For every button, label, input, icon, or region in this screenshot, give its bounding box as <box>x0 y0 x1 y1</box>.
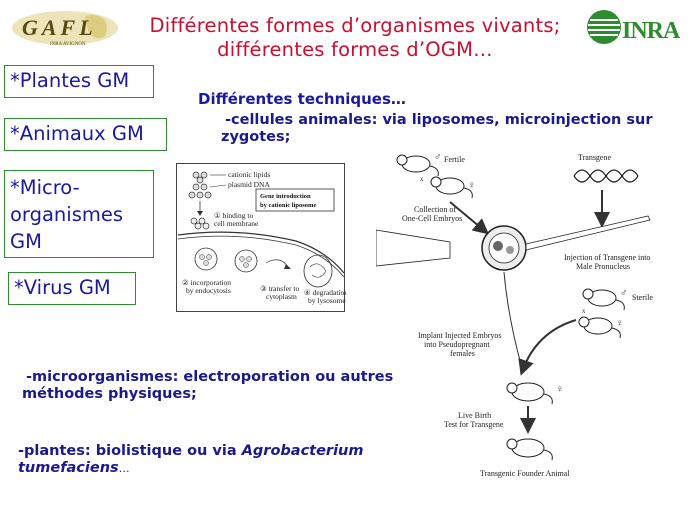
label-degradation-2: by lysosome <box>308 296 346 305</box>
label-transfer-2: cytoplasm <box>266 292 297 301</box>
label-injection-1: Injection of Transgene into <box>564 253 650 262</box>
label-sterile: Sterile <box>632 293 653 302</box>
svg-text:♂: ♂ <box>620 288 628 299</box>
label-incorporation-2: by endocytosis <box>186 286 231 295</box>
label-transfer-1: ③ transfer to <box>260 284 299 293</box>
gafl-logo: GAFL INRA AVIGNON <box>10 8 120 48</box>
label-binding-1: ① binding to <box>214 211 253 220</box>
svg-text:x: x <box>582 307 586 315</box>
fertile-mice-icon <box>396 154 473 199</box>
label-implant-3: females <box>450 349 475 358</box>
category-microorganismes: *Micro-organismes GM <box>4 170 154 258</box>
category-virus: *Virus GM <box>8 272 136 305</box>
label-collection-2: One-Cell Embryos <box>402 214 462 223</box>
microorganismes-text: -microorganismes: electroporation ou aut… <box>22 369 394 402</box>
gafl-logo-graphic: GAFL INRA AVIGNON <box>12 11 118 47</box>
sterile-mice-icon <box>578 288 625 339</box>
label-degradation-1: ④ degradation <box>304 288 346 297</box>
liposome-box-title-2: by cationic liposome <box>260 202 316 209</box>
tumefaciens-text: tumefaciens <box>18 460 119 476</box>
dna-helix-icon <box>573 169 639 183</box>
label-founder: Transgenic Founder Animal <box>480 469 570 478</box>
label-birth-2: Test for Transgene <box>444 420 504 429</box>
label-plasmid-dna: plasmid DNA <box>228 180 270 189</box>
label-transgene: Transgene <box>578 153 611 162</box>
liposome-figure: cationic lipids plasmid DNA ① binding to… <box>176 163 348 313</box>
title-line-2: différentes formes d’OGM… <box>217 38 493 61</box>
label-binding-2: cell membrane <box>214 219 259 228</box>
plantes-ellipsis: … <box>118 462 130 475</box>
label-implant-2: into Pseudopregnant <box>424 340 490 349</box>
inra-logo-text: INRA <box>622 18 681 44</box>
category-animaux: *Animaux GM <box>4 118 167 151</box>
svg-text:♀: ♀ <box>556 384 564 395</box>
animal-cells-text: -cellules animales: via liposomes, micro… <box>221 112 653 145</box>
label-collection-1: Collection of <box>414 205 456 214</box>
label-incorporation-1: ② incorporation <box>182 278 231 287</box>
inra-logo: INRA <box>584 6 684 48</box>
svg-text:♂: ♂ <box>434 152 442 163</box>
mouse-transgenic-diagram: ♂ ♀ x Fertile Transgene Collection of On… <box>375 152 653 478</box>
gafl-logo-subtext: INRA AVIGNON <box>50 42 86 47</box>
plantes-prefix: -plantes: biolistique ou via <box>18 443 242 459</box>
svg-text:♀: ♀ <box>468 180 476 191</box>
gafl-logo-text: GAFL <box>22 15 97 40</box>
slide-title: Différentes formes d’organismes vivants;… <box>120 14 590 62</box>
embryo-injection-icon <box>375 215 651 271</box>
label-implant-1: Implant Injected Embryos <box>418 331 502 340</box>
mouse-transgenic-figure: ♂ ♀ x Fertile Transgene Collection of On… <box>375 148 672 484</box>
title-line-1: Différentes formes d’organismes vivants; <box>149 14 561 37</box>
label-birth-1: Live Birth <box>458 411 491 420</box>
pregnant-mouse-icon <box>506 382 553 405</box>
liposome-diagram: cationic lipids plasmid DNA ① binding to… <box>176 163 348 312</box>
svg-text:♀: ♀ <box>616 318 624 329</box>
svg-text:x: x <box>420 175 424 183</box>
plantes-text: -plantes: biolistique ou via Agrobacteri… <box>18 443 418 477</box>
label-injection-2: Male Pronucleus <box>576 262 630 271</box>
label-cationic-lipids: cationic lipids <box>228 170 270 179</box>
liposome-box-title-1: Gene introduction <box>260 193 311 200</box>
founder-mouse-icon <box>506 438 553 461</box>
agrobacterium-text: Agrobacterium <box>241 443 364 459</box>
techniques-heading: Différentes techniques… <box>198 90 406 108</box>
inra-logo-graphic: INRA <box>587 10 682 44</box>
category-plantes: *Plantes GM <box>4 65 154 98</box>
label-fertile: Fertile <box>444 155 465 164</box>
